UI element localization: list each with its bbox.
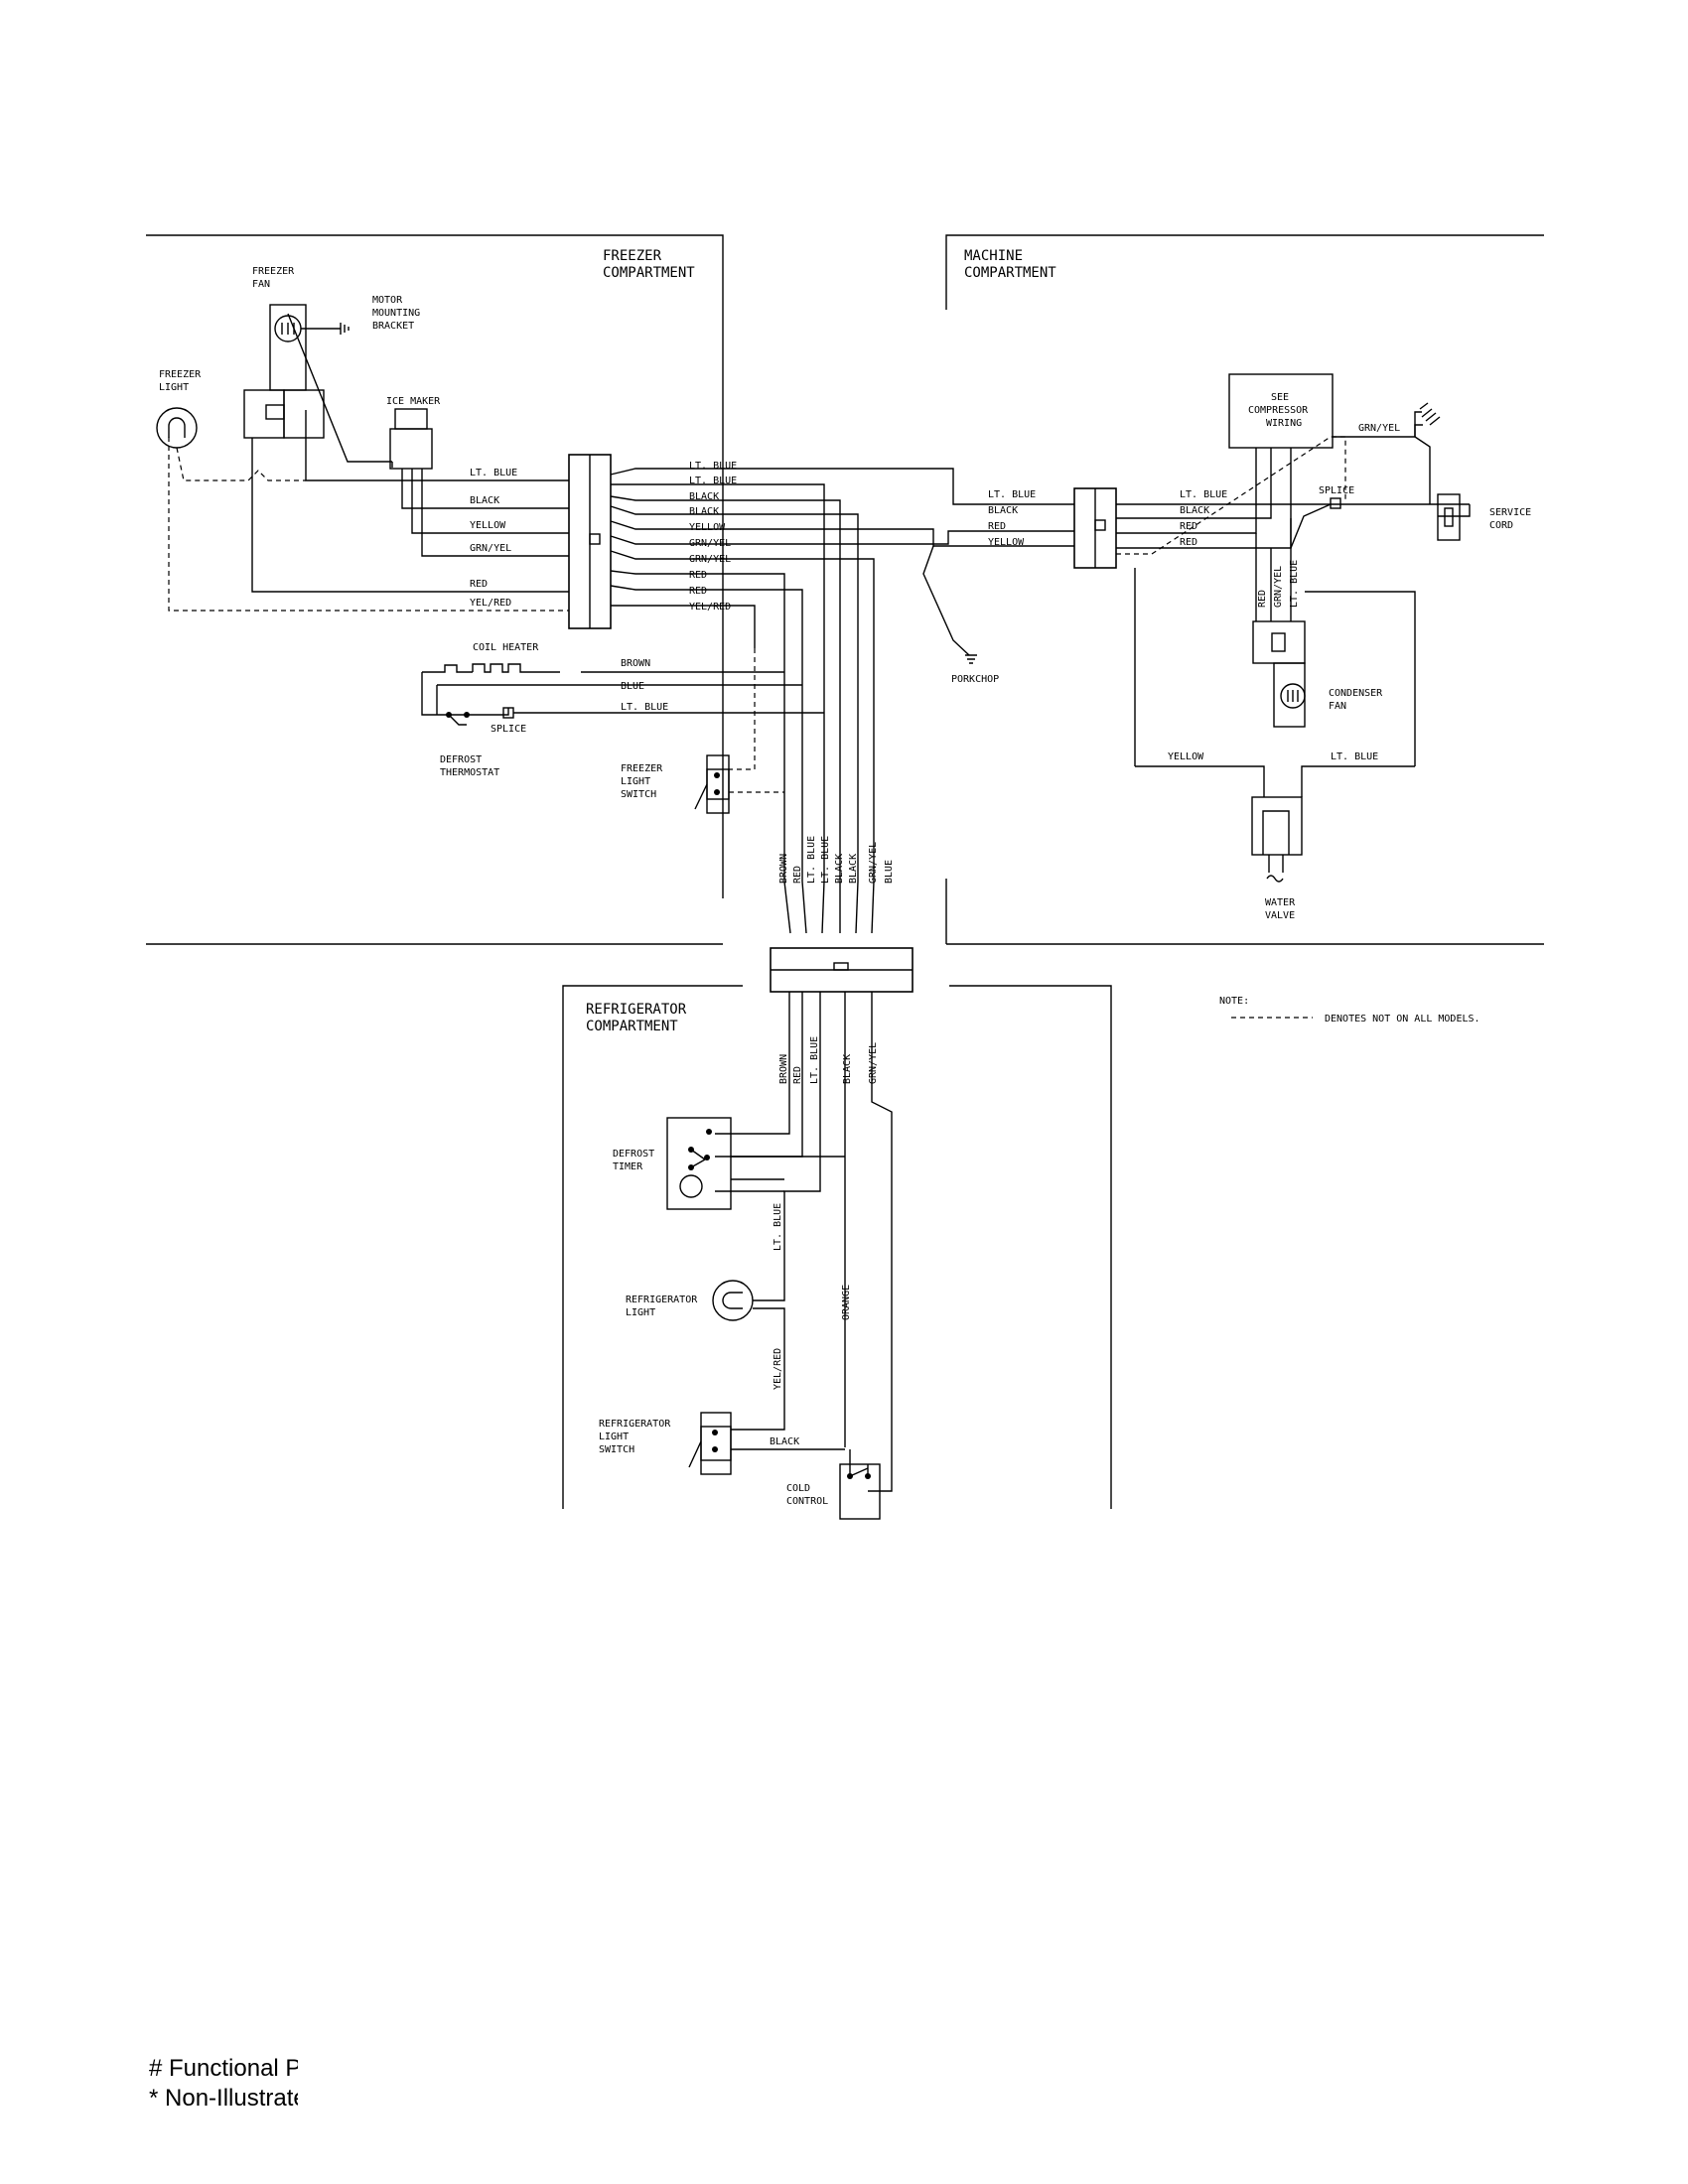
see-compressor-wiring-label: SEE COMPRESSOR WIRING — [1248, 392, 1314, 429]
freezer-light-switch-label: FREEZER LIGHT SWITCH — [621, 763, 668, 800]
service-cord: SERVICE CORD — [1437, 493, 1537, 541]
wire-label: GRN/YEL — [689, 554, 731, 565]
svg-text:BROWN: BROWN — [778, 854, 789, 884]
coil-heater-label: COIL HEATER — [473, 642, 539, 653]
wire-label: LT. BLUE — [689, 461, 737, 472]
water-valve: YELLOW LT. BLUE WATER VALVE — [1135, 751, 1415, 921]
wire-label: GRN/YEL — [689, 538, 731, 549]
wire-label: LT. BLUE — [773, 1203, 783, 1251]
svg-text:BLACK: BLACK — [834, 854, 845, 884]
freezer-fan: FREEZER FAN MOTOR MOUNTING BRACKET — [252, 266, 426, 391]
svg-text:GRN/YEL: GRN/YEL — [868, 842, 879, 884]
water-valve-label: WATER VALVE — [1265, 897, 1301, 921]
freezer-light: FREEZER LIGHT — [156, 369, 207, 449]
wire-label: LT. BLUE — [470, 468, 517, 478]
footnote-non-illustrated-parts: * Non-Illustrated Parts — [149, 2085, 298, 2112]
wire-label: LT. BLUE — [1289, 560, 1300, 608]
note: NOTE: DENOTES NOT ON ALL MODELS. — [1219, 996, 1480, 1024]
wire-label: BLACK — [988, 505, 1018, 516]
svg-text:LT. BLUE: LT. BLUE — [806, 836, 817, 884]
footnote-functional-parts: # Functional Parts — [149, 2055, 298, 2082]
wire-label: RED — [470, 579, 488, 590]
svg-text:BLACK: BLACK — [848, 854, 859, 884]
machine-wires: GRN/YEL SPLICE LT. BLUE BLACK RED YELLOW… — [988, 402, 1471, 555]
wire-label: BLUE — [621, 681, 644, 692]
freezer-compartment-title: FREEZER COMPARTMENT — [603, 248, 695, 281]
wire-label: RED — [988, 521, 1006, 532]
svg-text:BLUE: BLUE — [884, 860, 895, 884]
wire-label: RED — [792, 1066, 803, 1084]
condenser-fan-label: CONDENSER FAN — [1329, 688, 1388, 712]
refrigerator-light-label: REFRIGERATOR LIGHT — [626, 1295, 703, 1318]
coil-heater: COIL HEATER SPLICE DEFROST THERMOSTAT BR… — [421, 642, 824, 778]
defrost-thermostat-label: DEFROST THERMOSTAT — [440, 754, 499, 778]
wire-label: ORANGE — [841, 1285, 852, 1320]
wire-label: YELLOW — [689, 522, 726, 533]
wire-label: RED — [689, 570, 707, 581]
wire-label: BLACK — [470, 495, 499, 506]
machine-compartment-title: MACHINE COMPARTMENT — [964, 248, 1056, 281]
refrigerator-light-switch-label: REFRIGERATOR LIGHT SWITCH — [599, 1419, 676, 1455]
service-cord-label: SERVICE CORD — [1489, 507, 1537, 531]
wire-label: LT. BLUE — [689, 476, 737, 486]
cold-control-label: COLD CONTROL — [786, 1483, 828, 1507]
freezer-right-wires: PORKCHOP LT. BLUE LT. BLUE BLACK BLACK Y… — [610, 461, 1074, 882]
wire-label: LT. BLUE — [621, 702, 668, 713]
wire-label: LT. BLUE — [1331, 751, 1378, 762]
compartment-titles: FREEZER COMPARTMENT MACHINE COMPARTMENT … — [586, 248, 1056, 1034]
wire-label: YEL/RED — [689, 602, 731, 613]
freezer-fan-connector — [243, 389, 325, 439]
wire-label: GRN/YEL — [470, 543, 511, 554]
compartment-borders — [146, 234, 1544, 1509]
wire-label: LT. BLUE — [809, 1036, 820, 1084]
wire-label: YEL/RED — [773, 1348, 783, 1390]
freezer-fan-label: FREEZER FAN — [252, 266, 300, 290]
wire-label: BLACK — [689, 491, 719, 502]
ice-maker-label: ICE MAKER — [386, 396, 441, 407]
freezer-splice-label: SPLICE — [491, 724, 526, 735]
note-legend: DENOTES NOT ON ALL MODELS. — [1325, 1014, 1480, 1024]
defrost-timer: DEFROST TIMER — [613, 1117, 845, 1210]
wire-label: YELLOW — [1168, 751, 1204, 762]
wire-label: BLACK — [689, 506, 719, 517]
machine-splice-label: SPLICE — [1319, 485, 1354, 496]
wire-label: BLACK — [842, 1054, 853, 1084]
freezer-left-wires: LT. BLUE BLACK YELLOW GRN/YEL RED YEL/RE… — [168, 313, 569, 612]
refrigerator-light-switch: BLACK REFRIGERATOR LIGHT SWITCH — [599, 1412, 845, 1475]
wire-label: BROWN — [621, 658, 650, 669]
wire-label: GRN/YEL — [1273, 566, 1284, 608]
defrost-timer-label: DEFROST TIMER — [613, 1149, 660, 1172]
compressor-wiring-box: SEE COMPRESSOR WIRING — [1228, 373, 1334, 449]
porkchop-label: PORKCHOP — [951, 674, 999, 685]
wire-label: BROWN — [778, 1054, 789, 1084]
svg-text:RED: RED — [792, 866, 803, 884]
condenser-fan: RED GRN/YEL LT. BLUE CONDENSER FAN — [1134, 518, 1416, 766]
wire-label: LT. BLUE — [988, 489, 1036, 500]
note-title: NOTE: — [1219, 996, 1249, 1007]
motor-mounting-bracket-label: MOTOR MOUNTING BRACKET — [372, 295, 426, 332]
freezer-light-label: FREEZER LIGHT — [159, 369, 207, 393]
wire-label: GRN/YEL — [1358, 423, 1400, 434]
wire-label: GRN/YEL — [868, 1042, 879, 1084]
wire-label: YELLOW — [988, 537, 1025, 548]
ice-maker: ICE MAKER — [386, 396, 441, 470]
wire-label: YELLOW — [470, 520, 506, 531]
freezer-light-switch: FREEZER LIGHT SWITCH — [621, 754, 784, 814]
wire-label: BLACK — [1180, 505, 1209, 516]
wire-label: BLACK — [770, 1436, 799, 1447]
harness-lower: BROWN RED LT. BLUE BLACK GRN/YEL — [715, 992, 893, 1492]
wire-label: RED — [689, 586, 707, 597]
cold-control: COLD CONTROL — [786, 1449, 881, 1520]
svg-text:LT. BLUE: LT. BLUE — [820, 836, 831, 884]
wire-label: RED — [1257, 590, 1268, 608]
refrigerator-light: LT. BLUE ORANGE YEL/RED REFRIGERATOR LIG… — [626, 1203, 852, 1431]
harness-upper-labels: BROWN RED LT. BLUE LT. BLUE BLACK BLACK … — [778, 836, 895, 884]
wire-label: RED — [1180, 537, 1197, 548]
refrigerator-compartment-title: REFRIGERATOR COMPARTMENT — [586, 1002, 695, 1034]
wire-label: LT. BLUE — [1180, 489, 1227, 500]
wire-label: RED — [1180, 521, 1197, 532]
wire-label: YEL/RED — [470, 598, 511, 609]
